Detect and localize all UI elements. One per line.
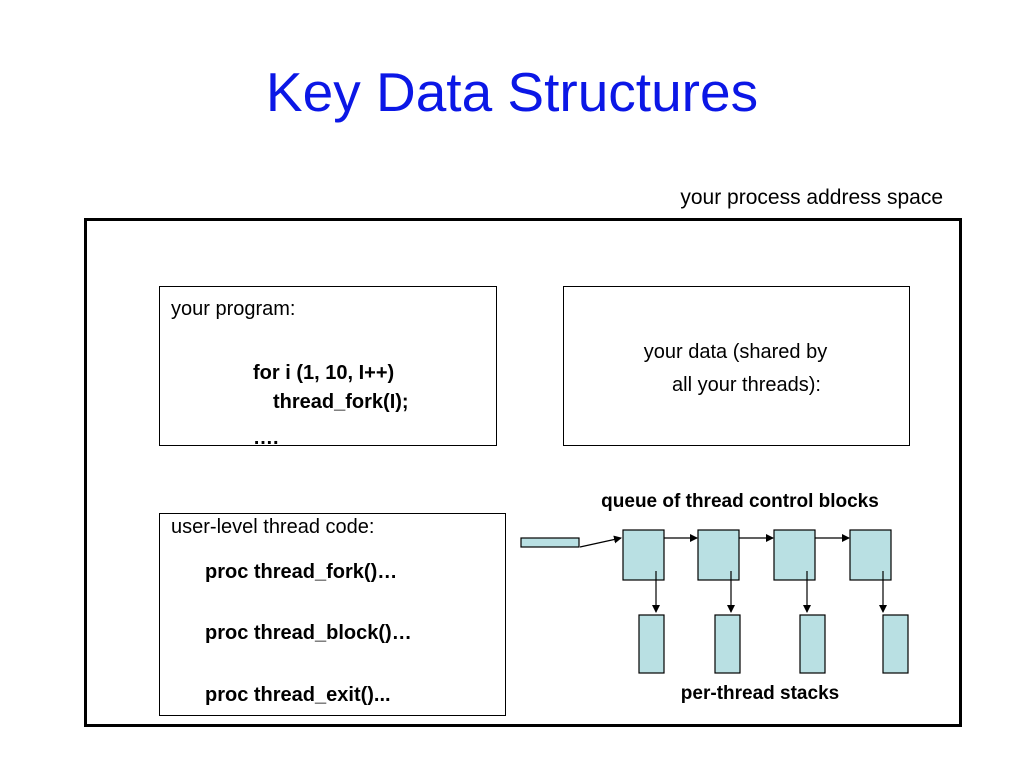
shared-data-text: your data (shared by [643, 341, 828, 363]
stacks-label: per-thread stacks [680, 683, 840, 704]
address-space-label: your process address space [680, 186, 943, 209]
proc-thread-exit: proc thread_exit()... [205, 684, 391, 706]
shared-data-text: all your threads): [672, 374, 821, 396]
proc-thread-block: proc thread_block()… [205, 622, 412, 644]
program-heading: your program: [171, 298, 296, 320]
thread-code-box [159, 513, 506, 716]
proc-thread-fork: proc thread_fork()… [205, 561, 398, 583]
program-box [159, 286, 497, 446]
address-space-box [84, 218, 962, 727]
slide-title: Key Data Structures [265, 61, 759, 123]
program-code-ellipsis: …. [253, 427, 279, 449]
program-code-line: for i (1, 10, I++) [253, 362, 395, 384]
program-code-line: thread_fork(I); [273, 391, 409, 413]
queue-label: queue of thread control blocks [601, 491, 879, 512]
shared-data-box [563, 286, 910, 446]
thread-code-heading: user-level thread code: [171, 516, 375, 538]
